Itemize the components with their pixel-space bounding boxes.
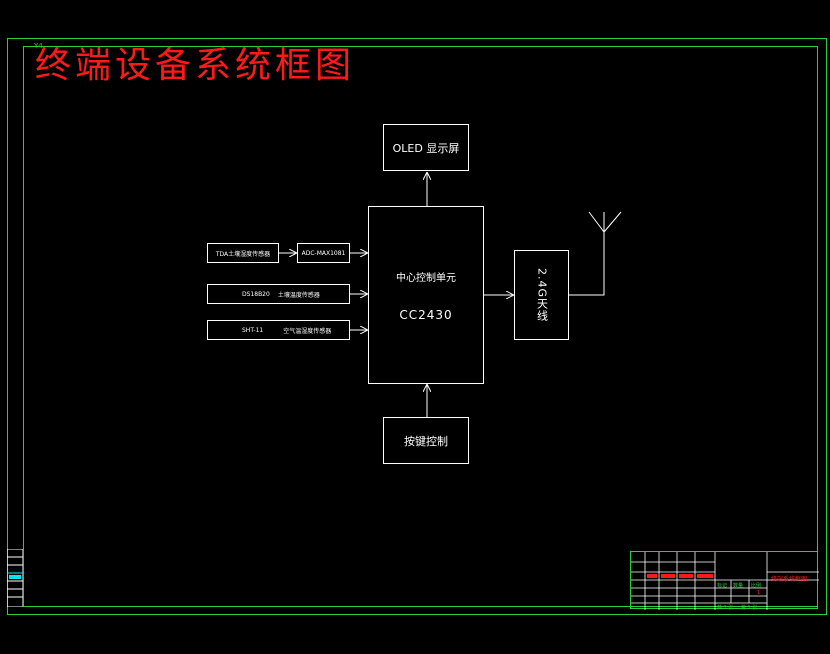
diagram-title: 终端设备系统框图 [35,45,356,86]
ds18b20-block: DS18B20 土壤温度传感器 [207,284,350,304]
mcu-chip-label: CC2430 [399,307,453,322]
title-block: 终端系统框图 标记 数量 比例 1 共 1 张 第 1 张 [630,551,819,611]
adc-block: ADC-MAX1081 [297,243,350,263]
stage-mark-1: 标记 [717,583,728,589]
revision-strip [6,548,24,608]
sheet-id: Y4 [34,42,43,50]
keys-label: 按键控制 [404,434,448,448]
ds18b20-desc: 土壤温度传感器 [277,291,320,299]
radio-label: 2.4G天线 [535,267,549,323]
total-sheets: 共 1 张 [717,605,734,611]
mcu-block: 中心控制单元 CC2430 [368,206,484,384]
title-block-grid [631,552,819,610]
sht11-name: SHT-11 [242,326,264,334]
qty-value: 1 [757,590,761,596]
sht11-block: SHT-11 空气温湿度传感器 [207,320,350,340]
tda-sensor-block: TDA土壤湿度传感器 [207,243,279,263]
oled-label: OLED 显示屏 [392,141,460,155]
oled-display-block: OLED 显示屏 [383,124,469,171]
keys-block: 按键控制 [383,417,469,464]
drawing-frame-outer [7,38,827,615]
ds18b20-name: DS18B20 [242,290,270,298]
sheet-number: 第 1 张 [741,605,758,611]
tda-sensor-label: TDA土壤湿度传感器 [215,250,271,258]
antenna-icon [569,211,622,296]
adc-label: ADC-MAX1081 [301,249,346,257]
radio-block: 2.4G天线 [514,250,569,340]
drawing-name: 终端系统框图 [771,576,808,583]
sht11-desc: 空气温湿度传感器 [283,327,332,335]
drawing-frame-inner [23,46,818,607]
revision-strip-grid [6,548,24,608]
mcu-name-label: 中心控制单元 [396,272,456,284]
stage-mark-2: 数量 [733,583,744,589]
stage-mark-3: 比例 [751,583,762,589]
